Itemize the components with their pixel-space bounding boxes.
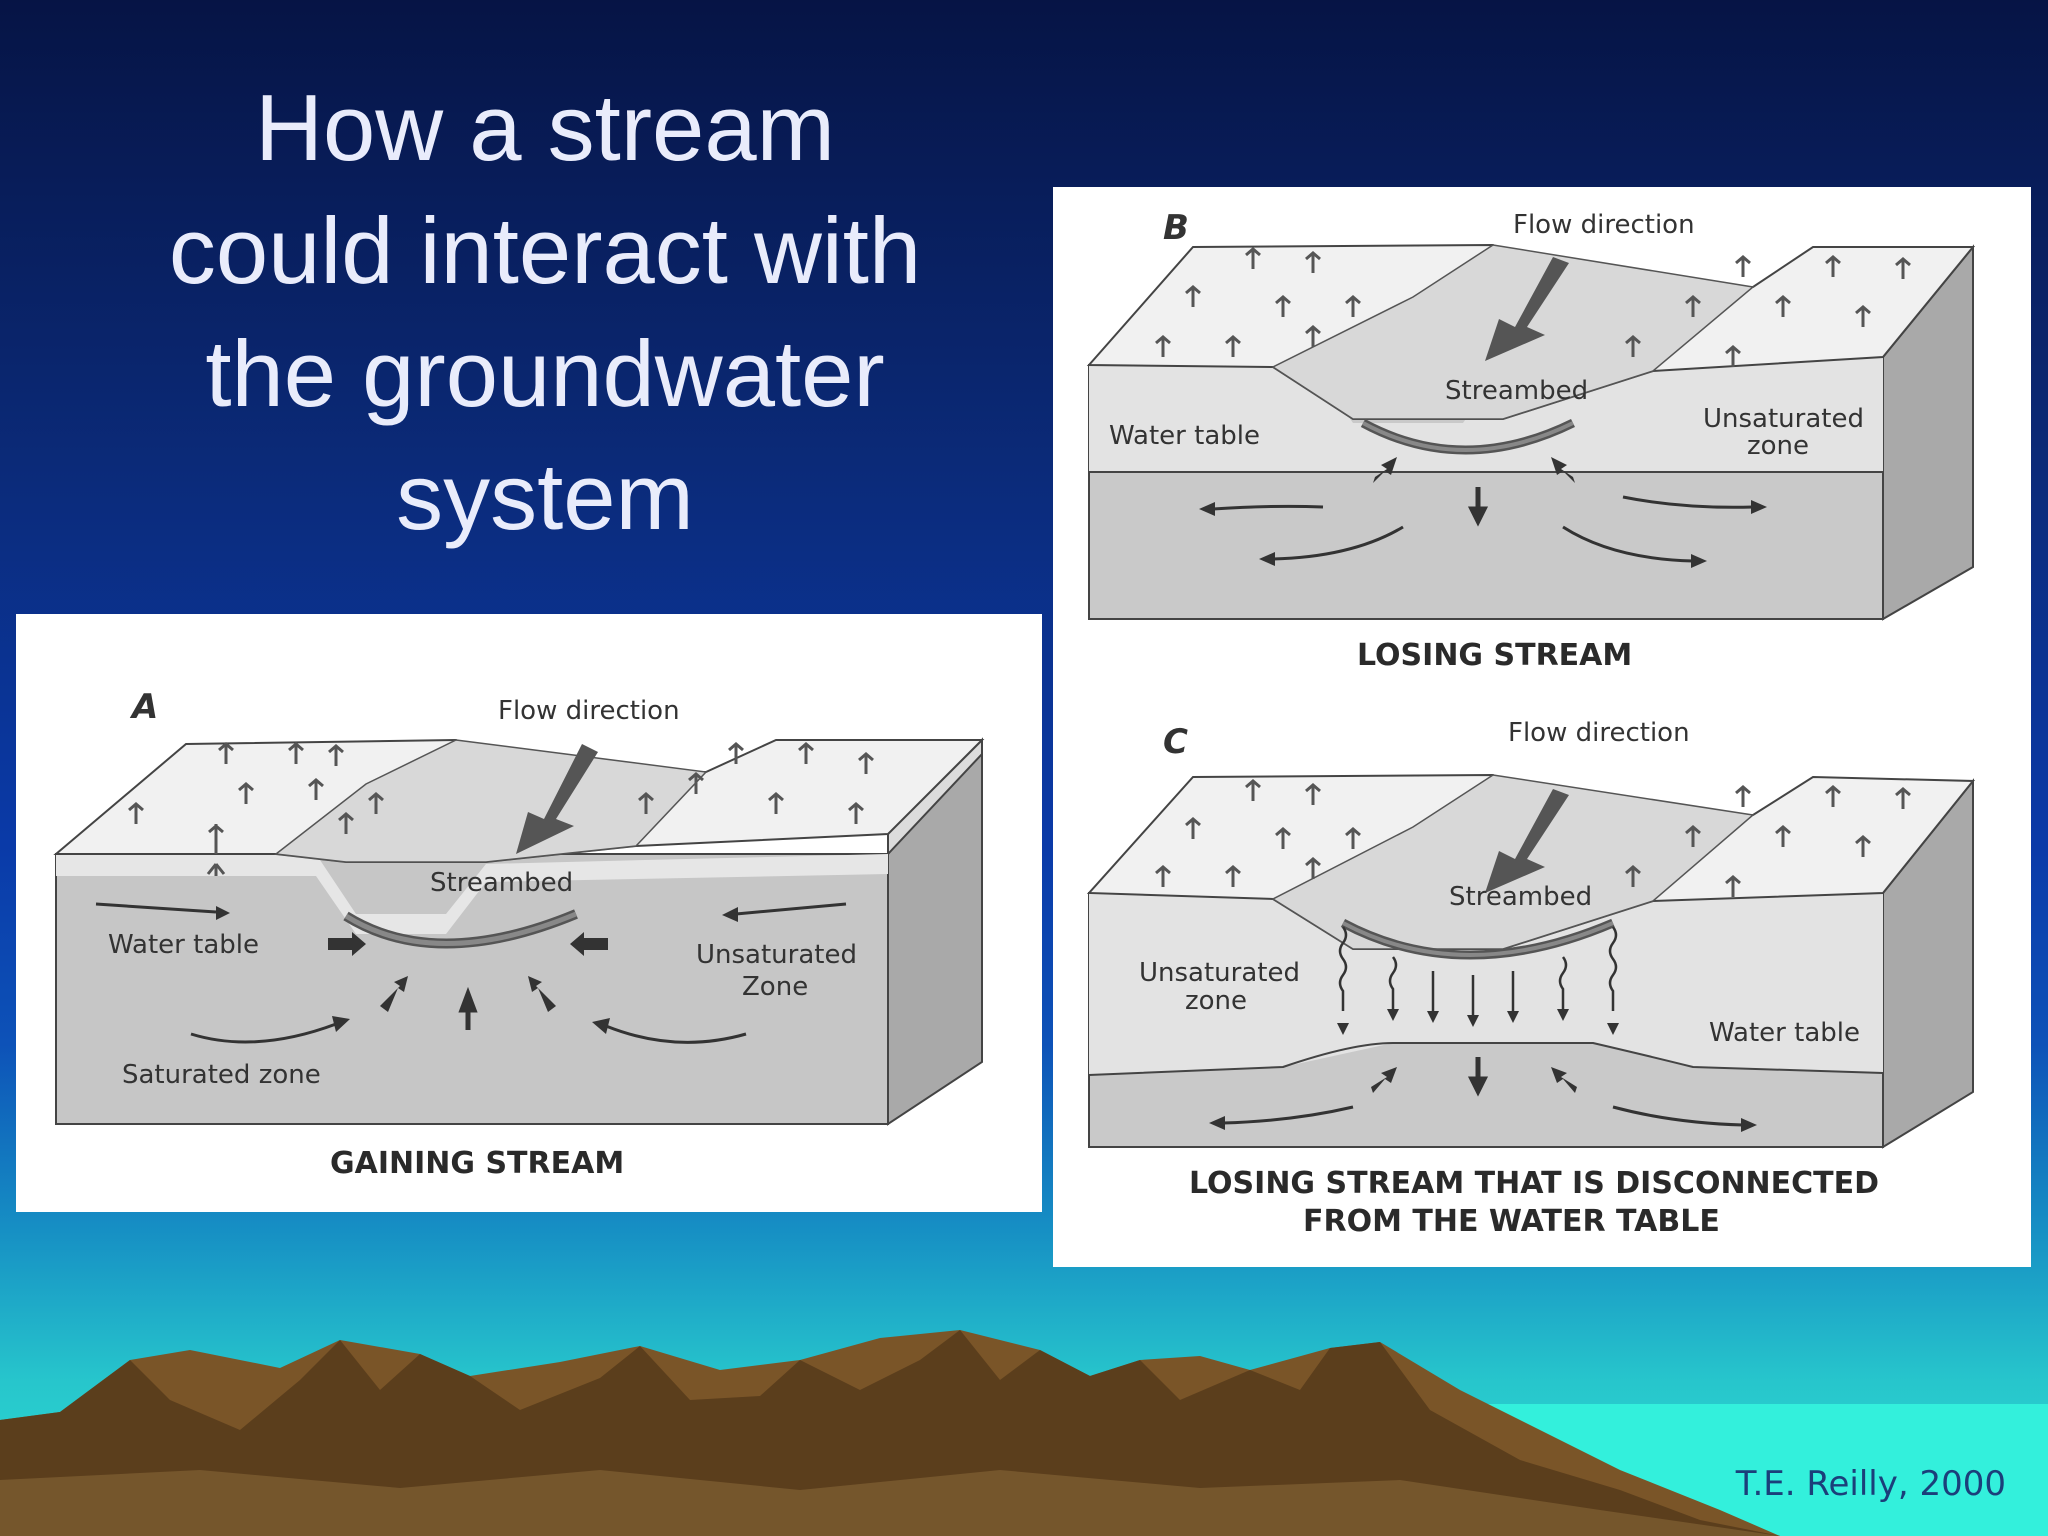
diagram-c-letter: C	[1163, 722, 1188, 762]
title-line-1: How a stream	[255, 75, 835, 180]
disconnected-losing-stream-block: C Flow direction Streambed Unsaturated z…	[1086, 718, 1976, 1239]
diagram-b-streambed-label: Streambed	[1445, 376, 1588, 406]
diagram-b-flow-label: Flow direction	[1513, 210, 1695, 240]
diagram-a-saturated-label: Saturated zone	[122, 1060, 321, 1090]
title-line-2: could interact with	[168, 198, 922, 303]
gaining-stream-illustration: A Flow direction Streambed Water table U…	[53, 687, 985, 1181]
slide-title: How a stream could interact with the gro…	[100, 66, 990, 558]
title-line-4: system	[396, 444, 694, 549]
diagram-b-caption: LOSING STREAM	[1357, 638, 1632, 673]
losing-stream-block: B Flow direction Streambed Water table U…	[1086, 208, 1976, 673]
diagram-b-unsaturated-label-2: zone	[1747, 431, 1809, 461]
mountain-range	[0, 1330, 2048, 1536]
diagram-b-letter: B	[1163, 208, 1189, 248]
diagram-a-streambed-label: Streambed	[430, 868, 573, 898]
diagram-a-flow-label: Flow direction	[498, 696, 680, 726]
diagram-c-caption-1: LOSING STREAM THAT IS DISCONNECTED	[1189, 1166, 1879, 1201]
diagram-c-flow-label: Flow direction	[1508, 718, 1690, 748]
diagram-b-unsaturated-label-1: Unsaturated	[1703, 404, 1864, 434]
gaining-stream-diagram: A Flow direction Streambed Water table U…	[16, 614, 1042, 1212]
diagram-a-unsaturated-label-1: Unsaturated	[696, 940, 857, 970]
diagram-a-caption: GAINING STREAM	[330, 1146, 624, 1181]
diagram-c-caption-2: FROM THE WATER TABLE	[1303, 1204, 1720, 1239]
credit-text: T.E. Reilly, 2000	[1735, 1464, 2006, 1504]
losing-stream-diagrams: B Flow direction Streambed Water table U…	[1053, 187, 2031, 1267]
diagram-c-streambed-label: Streambed	[1449, 882, 1592, 912]
diagram-a-unsaturated-label-2: Zone	[742, 972, 808, 1002]
diagram-b-water-table-label: Water table	[1109, 421, 1260, 451]
diagram-c-water-table-label: Water table	[1709, 1018, 1860, 1048]
diagram-c-unsaturated-label-1: Unsaturated	[1139, 958, 1300, 988]
diagram-a-letter: A	[129, 687, 158, 727]
title-line-3: the groundwater	[205, 321, 885, 426]
diagram-c-unsaturated-label-2: zone	[1185, 986, 1247, 1016]
losing-stream-illustrations: B Flow direction Streambed Water table U…	[1086, 208, 1976, 1239]
diagram-a-water-table-label: Water table	[108, 930, 259, 960]
